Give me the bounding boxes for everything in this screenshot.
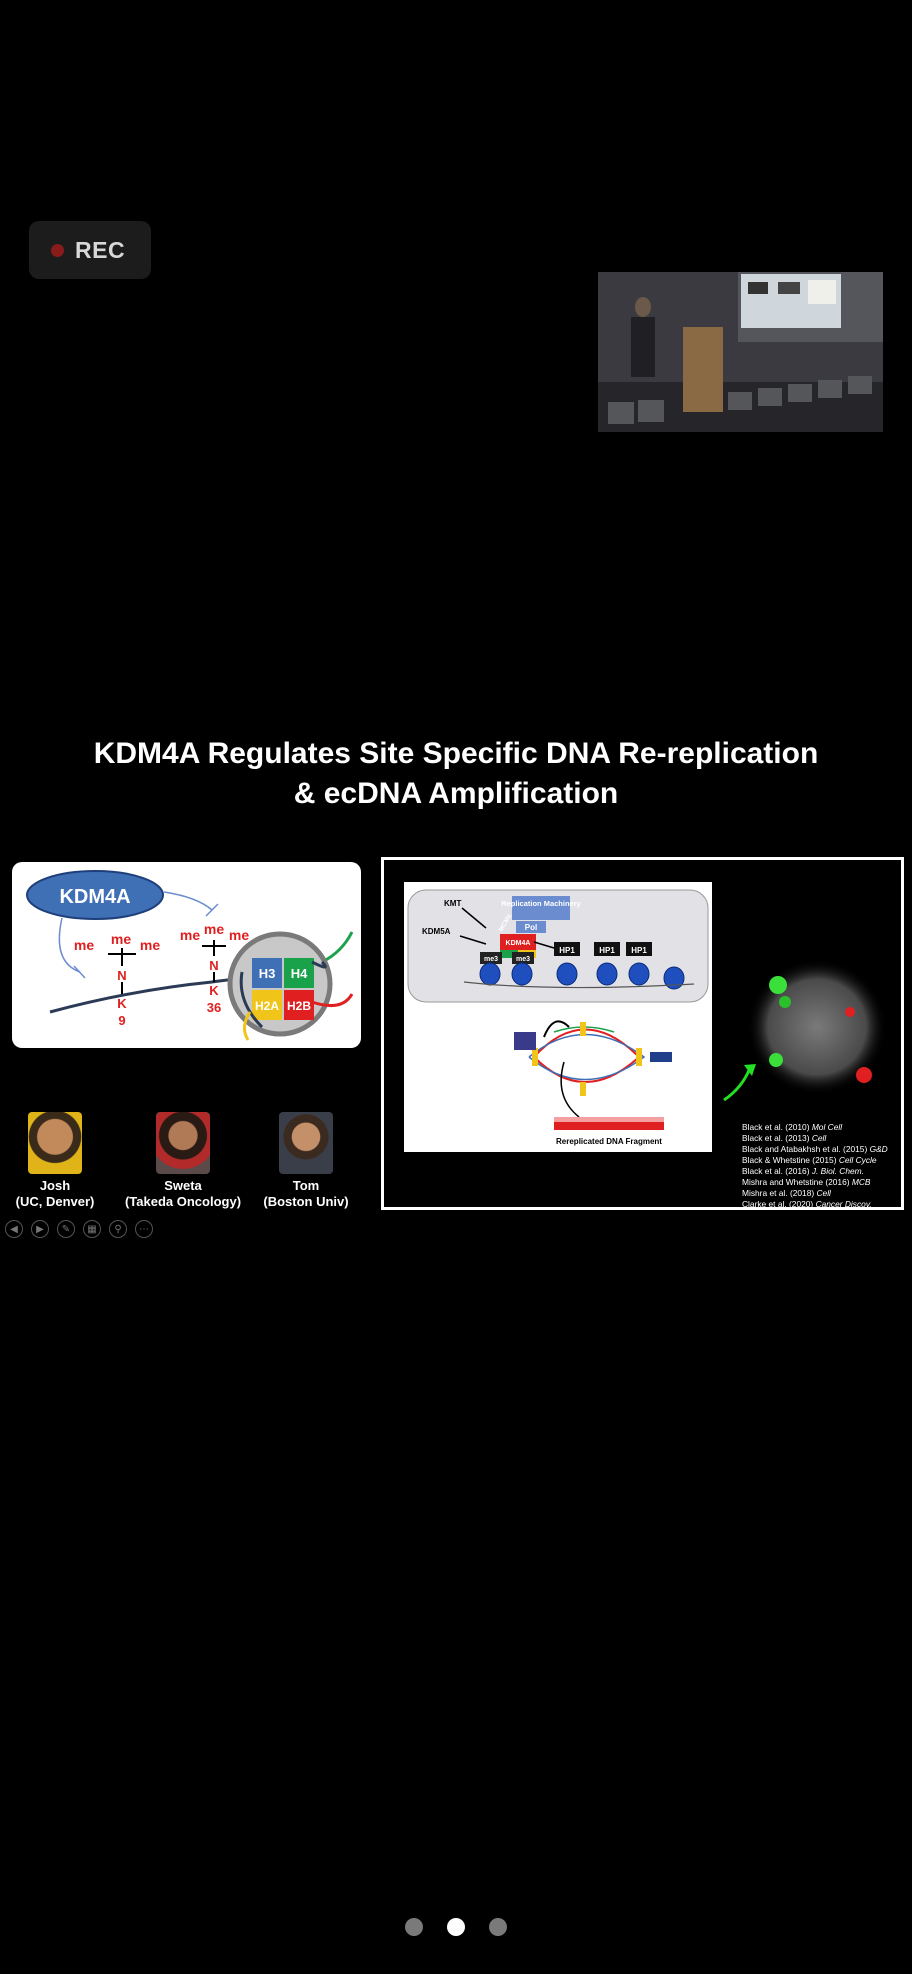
kdm4a-histone-diagram: KDM4A me me me N K 9 me me me N K 36 H xyxy=(12,862,361,1048)
slide-controls: ◀ ▶ ✎ ▦ ⚲ ⋯ xyxy=(5,1220,153,1238)
k36-k: K xyxy=(209,983,219,998)
k9-me-top: me xyxy=(111,931,131,947)
hp1-label-2: HP1 xyxy=(599,946,615,955)
slides-grid-icon[interactable]: ▦ xyxy=(83,1220,101,1238)
person-affiliation: (Takeda Oncology) xyxy=(124,1194,242,1209)
slide-title-line-2: & ecDNA Amplification xyxy=(293,777,619,810)
reference-item: Black and Atabakhsh et al. (2015) G&D xyxy=(742,1144,888,1154)
record-dot-icon xyxy=(51,243,64,257)
person-josh: Josh (UC, Denver) xyxy=(0,1112,125,1210)
page-dot-1[interactable] xyxy=(405,1918,423,1936)
k36-n: N xyxy=(209,958,218,973)
rereplication-diagram: KMT KDM5A Replication Machinery Pol KDM4… xyxy=(404,882,712,1152)
hp1-label-1: HP1 xyxy=(559,946,575,955)
kdm4a-label: KDM4A xyxy=(59,886,130,908)
person-name: Josh xyxy=(39,1178,71,1193)
me3-label-2: me3 xyxy=(516,956,530,963)
k9-me-right: me xyxy=(140,937,160,953)
person-sweta: Sweta (Takeda Oncology) xyxy=(113,1112,253,1210)
h4-label: H4 xyxy=(291,966,308,981)
avatar xyxy=(156,1112,210,1174)
k36-me-top: me xyxy=(204,921,224,937)
person-name: Tom xyxy=(292,1178,320,1193)
h2b-block xyxy=(284,990,314,1020)
fish-nucleus-image xyxy=(723,959,887,1102)
h4-block xyxy=(284,958,314,988)
kdm4a-diagram-svg: KDM4A me me me N K 9 me me me N K 36 H xyxy=(26,870,354,1041)
person-affiliation: (Boston Univ) xyxy=(263,1194,349,1209)
me3-label-1: me3 xyxy=(484,956,498,963)
person-name: Sweta xyxy=(164,1178,202,1193)
reference-item: Black et al. (2013) Cell xyxy=(742,1133,827,1143)
next-slide-icon[interactable]: ▶ xyxy=(31,1220,49,1238)
k36-me-right: me xyxy=(229,927,249,943)
person-tom: Tom (Boston Univ) xyxy=(236,1112,376,1210)
pen-icon[interactable]: ✎ xyxy=(57,1220,75,1238)
reference-item: Black & Whetstine (2015) Cell Cycle xyxy=(742,1155,877,1165)
lab-members: Josh (UC, Denver) Sweta (Takeda Oncology… xyxy=(0,1112,370,1222)
slide-title: KDM4A Regulates Site Specific DNA Re-rep… xyxy=(0,734,912,814)
reference-item: Mishra et al. (2018) Cell xyxy=(742,1188,831,1198)
pol-box xyxy=(516,921,546,933)
avatar xyxy=(279,1112,333,1174)
references-list: Black et al. (2010) Mol Cell Black et al… xyxy=(742,1122,902,1210)
h2a-block xyxy=(252,990,282,1020)
previous-slide-icon[interactable]: ◀ xyxy=(5,1220,23,1238)
h2b-label: H2B xyxy=(287,999,311,1013)
kdm4a-block-label: KDM4A xyxy=(506,940,531,947)
replicated-fragment-label: Rereplicated DNA Fragment xyxy=(556,1137,662,1146)
k36-position: 36 xyxy=(207,1000,221,1015)
h3-block xyxy=(252,958,282,988)
k9-k: K xyxy=(117,996,127,1011)
replicated-fragment-bar xyxy=(554,1122,664,1130)
lecture-hall-image xyxy=(598,272,883,432)
k36-me-left: me xyxy=(180,927,200,943)
reference-item: Clarke et al. (2020) Cancer Discov. xyxy=(742,1199,872,1209)
page-dot-2[interactable] xyxy=(447,1918,465,1936)
replication-machinery-box xyxy=(512,896,570,920)
kdm5a-label: KDM5A xyxy=(422,927,451,936)
zoom-icon[interactable]: ⚲ xyxy=(109,1220,127,1238)
pol-label: Pol xyxy=(525,923,537,932)
person-affiliation: (UC, Denver) xyxy=(15,1194,95,1209)
reference-item: Black et al. (2010) Mol Cell xyxy=(742,1122,843,1132)
rec-badge[interactable]: REC xyxy=(29,221,151,279)
more-options-icon[interactable]: ⋯ xyxy=(135,1220,153,1238)
rereplication-diagram-svg: KMT KDM5A Replication Machinery Pol KDM4… xyxy=(407,889,709,1146)
page-indicator xyxy=(0,1918,912,1936)
hp1-label-3: HP1 xyxy=(631,946,647,955)
kmt-label: KMT xyxy=(444,899,461,908)
avatar xyxy=(28,1112,82,1174)
page-dot-3[interactable] xyxy=(489,1918,507,1936)
reference-item: Black et al. (2016) J. Biol. Chem. xyxy=(742,1166,864,1176)
replication-figure-panel: KMT KDM5A Replication Machinery Pol KDM4… xyxy=(381,857,904,1210)
rec-label: REC xyxy=(75,236,126,263)
h2a-label: H2A xyxy=(255,999,279,1013)
h3-label: H3 xyxy=(259,966,276,981)
green-block xyxy=(500,950,518,958)
k9-position: 9 xyxy=(118,1013,125,1028)
kdm4a-block xyxy=(500,934,536,950)
kdm4a-oval xyxy=(26,870,164,920)
speaker-video-thumbnail[interactable] xyxy=(598,272,883,432)
slide-title-line-1: KDM4A Regulates Site Specific DNA Re-rep… xyxy=(93,737,819,770)
k9-me-left: me xyxy=(74,937,94,953)
k9-n: N xyxy=(117,968,126,983)
replication-machinery-label: Replication Machinery xyxy=(501,899,581,908)
reference-item: Mishra and Whetstine (2016) MCB xyxy=(742,1177,871,1187)
